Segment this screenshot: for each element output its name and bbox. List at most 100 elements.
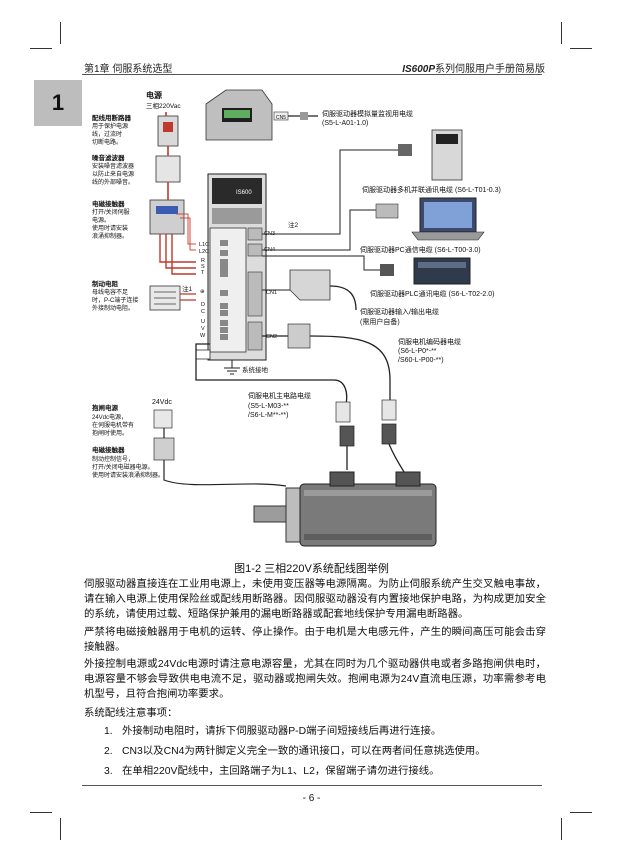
cable-encoder-line: (S6-L-P0*-**	[398, 348, 437, 355]
cable-monitor-line: 伺服驱动器模拟量监视用电缆	[322, 109, 413, 118]
terminal-label: R	[201, 258, 205, 264]
noise-filter-line: 噪音滤波器	[92, 153, 125, 162]
crop-mark	[60, 22, 61, 44]
encoder-connector-icon	[287, 323, 311, 349]
figure-caption: 图1-2 三相220V系统配线图举例	[234, 563, 389, 575]
crop-mark	[30, 48, 52, 49]
brake-power-line: 在伺服电机带有	[92, 421, 134, 429]
contactor2-line: 电磁接触器	[92, 445, 125, 454]
terminal-label: L1C	[199, 242, 209, 248]
terminal-label: L2C	[199, 249, 209, 255]
notes-title: 系统配线注意事项：	[84, 708, 178, 719]
note-text: 外接制动电阻时，请拆下伺服驱动器P-D端子间短接线后再进行连接。	[122, 726, 442, 737]
page-number: - 6 -	[302, 793, 321, 804]
brake-power-title: 抱闸电源	[92, 403, 119, 412]
note-number: 1.	[104, 726, 113, 737]
header-title-rest: 系列伺服用户手册简易版	[435, 64, 545, 75]
crop-mark	[30, 812, 52, 813]
cable-motor-line: /S6-L-M**-**)	[248, 412, 288, 419]
crop-mark	[570, 48, 592, 49]
breaker-line: 配线用断路器	[92, 113, 132, 122]
terminal-label: T	[201, 270, 205, 276]
contactor-line: 电源。	[92, 216, 110, 224]
contactor-line: 电磁接触器	[92, 199, 125, 208]
cable-motor-line: (S5-L-M03-**	[248, 403, 289, 410]
crop-mark	[561, 22, 562, 44]
header-model: IS600P	[402, 64, 435, 75]
contactor-line: 浪涌抑制器。	[92, 232, 128, 240]
paragraph: 外接控制电源或24Vdc电源时请注意电源容量，尤其在同时为几个驱动器供电或者多路…	[84, 659, 546, 700]
note-text: CN3以及CN4为两针脚定义完全一致的通讯接口，可以在两者间任意挑选使用。	[122, 746, 486, 757]
servo-motor-icon	[253, 471, 437, 547]
cable-io-line: (需用户自备)	[360, 317, 400, 326]
note-item: 1. 外接制动电阻时，请拆下伺服驱动器P-D端子间短接线后再进行连接。	[104, 722, 544, 737]
port-label: CN1	[266, 290, 277, 296]
note-text: 在单相220V配线中，主回路端子为L1、L2，保留端子请勿进行接线。	[122, 766, 440, 777]
cable-motor-line: 伺服电机主电路电缆	[248, 391, 311, 400]
cable-encoder-line: 伺服电机编码器电缆	[398, 337, 461, 346]
brake-power-line: 抱闸时使用。	[92, 429, 128, 437]
power-spec: 三相220Vac	[146, 101, 181, 110]
terminal-label: D	[201, 302, 205, 308]
cable-multi-label: 伺服驱动器多机并联通讯电缆 (S6-L-T01-0.3)	[362, 185, 501, 194]
noise-filter-icon	[155, 155, 181, 183]
terminal-label: C	[201, 309, 205, 315]
note-number: 3.	[104, 766, 113, 777]
paragraph: 伺服驱动器直接连在工业用电源上，未使用变压器等电源隔离。为防止伺服系统产生交叉触…	[84, 579, 546, 620]
brake-resistor-line: 母线电容不足	[92, 288, 128, 296]
contactor-line: 打开/关闭伺服	[92, 208, 130, 216]
brake-resistor-line: 外接制动电阻。	[92, 304, 134, 312]
terminal-label: ⊕	[200, 289, 205, 295]
header-manual-title: IS600P系列伺服用户手册简易版	[402, 60, 545, 75]
brake-resistor-line: 制动电阻	[92, 279, 119, 288]
footer-rule	[82, 785, 542, 786]
brake-power-supply-icon	[153, 409, 173, 429]
terminal-label: U	[201, 319, 205, 325]
crop-mark	[570, 812, 592, 813]
cable-io-line: 伺服驱动器输入/输出电缆	[360, 307, 439, 316]
note-number: 2.	[104, 746, 113, 757]
noise-filter-line: 线的外部噪音。	[92, 178, 134, 186]
power-title: 电源	[146, 90, 162, 100]
port-label: CN5	[276, 115, 286, 121]
terminal-label: S	[201, 264, 205, 270]
db9-connector-icon	[375, 203, 399, 219]
plc-connector-icon	[380, 264, 394, 276]
paragraph: 严禁将电磁接触器用于电机的运转、停止操作。由于电机是大电感元件，产生的瞬间高压可…	[84, 627, 546, 653]
io-connector-icon	[289, 269, 331, 301]
crop-mark	[60, 818, 61, 840]
brake-contactor-icon	[153, 437, 175, 461]
cable-pc-label: 伺服驱动器PC通信电缆 (S6-L-T00-3.0)	[360, 245, 481, 254]
port-label: CN2	[266, 334, 277, 340]
ground-label: 系统接地	[242, 365, 269, 374]
breaker-line: 线，过流时	[92, 130, 122, 138]
note-item: 3. 在单相220V配线中，主回路端子为L1、L2，保留端子请勿进行接线。	[104, 762, 544, 777]
breaker-line: 切断电路。	[92, 138, 122, 146]
wiring-diagram: 电源 三相220Vac 配线用断路器 用于保护电源 线，过流时 切断电路。 噪音…	[92, 89, 501, 547]
drive-model-label: IS600	[236, 190, 252, 196]
breaker-line: 用于保护电源	[92, 122, 128, 130]
cable-plc-label: 伺服驱动器PLC通讯电缆 (S6-L-T02-2.0)	[370, 289, 494, 298]
brake-power-line: 24Vdc电源，	[92, 413, 127, 421]
crop-mark	[561, 818, 562, 840]
chapter-tab: 1	[34, 80, 82, 126]
brake-resistor-line: 时，P-C端子连接	[92, 296, 138, 304]
terminal-label: V	[201, 326, 205, 332]
contactor2-line: 使用时请安装浪涌抑制器。	[92, 471, 164, 479]
note2-label: 注2	[288, 220, 299, 229]
contactor2-line: 打开/关闭电磁器电源。	[92, 463, 154, 471]
note1-label: 注1	[182, 284, 193, 293]
note-item: 2. CN3以及CN4为两针脚定义完全一致的通讯接口，可以在两者间任意挑选使用。	[104, 742, 544, 757]
contactor2-line: 制动控制信号，	[92, 455, 134, 463]
noise-filter-line: 安装噪音滤波器	[92, 162, 134, 170]
cable-monitor-line: (S5-L-A01-1.0)	[322, 120, 368, 127]
terminal-label: W	[200, 333, 206, 339]
noise-filter-line: 以防止来自电源	[92, 170, 134, 178]
contactor-line: 使用时请安装	[92, 224, 128, 232]
cable-encoder-line: /S60-L-P00-**)	[398, 357, 444, 364]
plc-icon	[413, 257, 471, 285]
header-chapter: 第1章 伺服系统选型	[84, 64, 173, 75]
multi-drive-connector-icon	[398, 144, 412, 156]
brake-voltage-label: 24Vdc	[152, 399, 172, 406]
header-rule	[82, 74, 542, 75]
